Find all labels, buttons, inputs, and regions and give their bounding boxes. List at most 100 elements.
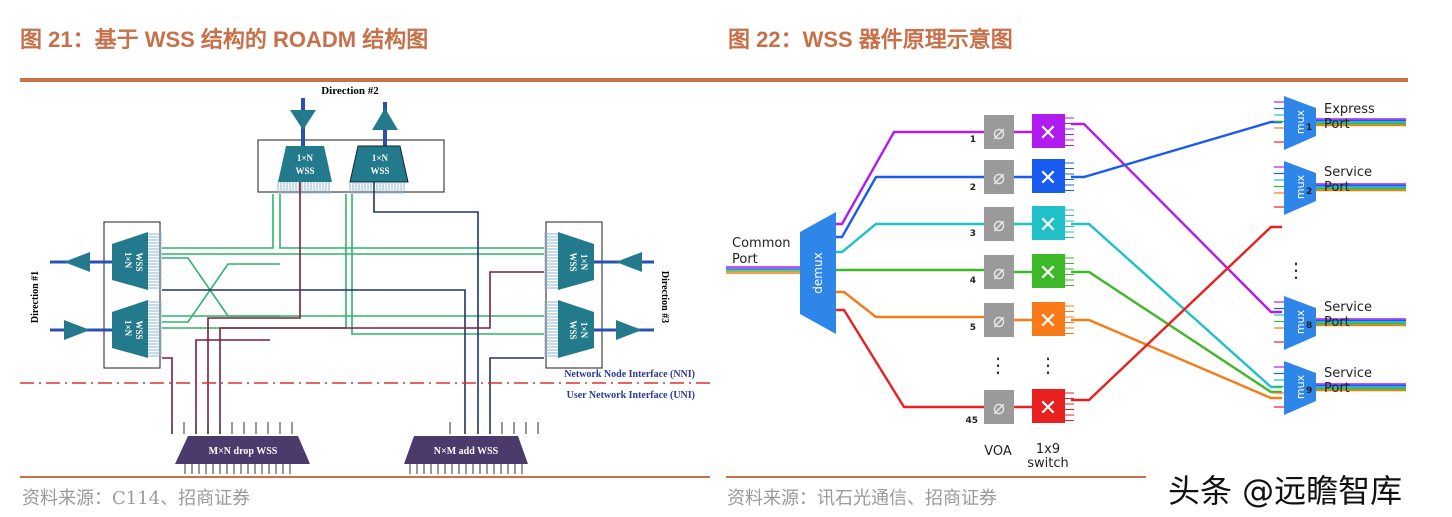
- svg-text:WSS: WSS: [134, 252, 144, 271]
- switch-cross-icon: ✕: [1039, 396, 1057, 421]
- voa-block: [984, 115, 1014, 149]
- add-arrows: [409, 422, 539, 474]
- roadm-diagram: Direction #2 1×N WSS 1×N WSS Direction #…: [20, 85, 710, 474]
- svg-text:switch: switch: [1027, 456, 1069, 471]
- switch-to-mux-fibers: [1071, 120, 1282, 402]
- drop-wss-label: M×N drop WSS: [209, 446, 278, 457]
- wss-dir2-a: [278, 146, 332, 182]
- switch-ellipsis: ⋮: [1038, 353, 1058, 377]
- attenuator-icon: ⌀: [993, 165, 1005, 189]
- svg-text:Port: Port: [1324, 315, 1350, 330]
- mux-ellipsis: ⋮: [1286, 258, 1306, 282]
- input-amplifier-icon: [616, 252, 642, 272]
- wss-dir2-b: [349, 145, 409, 183]
- channel-fibers: [836, 130, 988, 409]
- drop-fibers: [162, 182, 301, 434]
- voa-block: [984, 255, 1014, 289]
- figure-22-title: 图 22：WSS 器件原理示意图: [728, 27, 1013, 52]
- switch-label: 1x9: [1036, 442, 1060, 457]
- voa-block: [984, 390, 1014, 424]
- channel-number: 2: [970, 183, 976, 193]
- drop-wss: [175, 436, 310, 464]
- input-amplifier-icon: [64, 320, 90, 340]
- switch-cross-icon: ✕: [1039, 213, 1057, 238]
- port-number: 1: [1306, 123, 1312, 133]
- port-9-label: Service: [1324, 366, 1372, 381]
- svg-text:WSS: WSS: [295, 166, 314, 176]
- wss-dir1-b: [112, 300, 148, 358]
- switch-block: [1032, 206, 1065, 240]
- svg-text:Port: Port: [732, 252, 758, 267]
- voa-block: [984, 160, 1014, 194]
- attenuator-icon: ⌀: [993, 308, 1005, 332]
- channel-number: 1: [970, 135, 976, 145]
- express-fibers: [162, 194, 544, 335]
- svg-text:1×N: 1×N: [297, 153, 314, 163]
- svg-text:1×N: 1×N: [579, 254, 589, 271]
- wss-dir3-b: [558, 300, 594, 358]
- direction-1-label: Direction #1: [30, 271, 41, 323]
- output-amplifier-icon: [372, 108, 398, 130]
- uni-label: User Network Interface (UNI): [567, 390, 695, 401]
- mux-block: mux: [1274, 96, 1406, 150]
- mux-label: mux: [1294, 374, 1307, 399]
- add-wss-label: N×M add WSS: [434, 446, 499, 457]
- svg-text:WSS: WSS: [134, 320, 144, 339]
- direction-3-box: [545, 221, 603, 369]
- direction-2-box: [257, 139, 445, 193]
- channel-row: ⌀✕: [984, 254, 1074, 289]
- channel-number: 45: [965, 416, 978, 426]
- wss-principle-diagram: Common Port demux 1 2 3 4 5 45 ⌀✕⌀✕⌀✕⌀✕⌀…: [726, 96, 1406, 471]
- channel-row: ⌀✕: [984, 159, 1074, 194]
- output-amplifier-icon: [616, 320, 642, 340]
- figure-22-source: 资料来源：讯石光通信、招商证券: [727, 488, 997, 509]
- svg-text:1×N: 1×N: [123, 252, 133, 269]
- mux-block: mux: [1274, 361, 1406, 415]
- svg-text:Port: Port: [1324, 180, 1350, 195]
- voa-block: [984, 303, 1014, 337]
- channel-number: 3: [970, 229, 976, 239]
- mux-block: mux: [1274, 296, 1406, 350]
- attenuator-icon: ⌀: [993, 260, 1005, 284]
- svg-text:1×N: 1×N: [372, 153, 389, 163]
- port-2-label: Service: [1324, 165, 1372, 180]
- mux-label: mux: [1294, 309, 1307, 334]
- switch-cross-icon: ✕: [1039, 309, 1057, 334]
- channel-number: 4: [970, 276, 976, 286]
- switch-block: [1032, 254, 1065, 288]
- drop-arrows: [171, 422, 293, 474]
- attenuator-icon: ⌀: [993, 120, 1005, 144]
- switch-cross-icon: ✕: [1039, 261, 1057, 286]
- input-amplifier-icon: [290, 110, 316, 130]
- voa-block: [984, 207, 1014, 241]
- channel-number: 5: [970, 323, 976, 333]
- common-port-fiber: [726, 266, 806, 274]
- demux-block: [800, 212, 836, 334]
- footer-divider-2: [726, 476, 1146, 478]
- nni-label: Network Node Interface (NNI): [564, 369, 695, 380]
- figure-21-source: 资料来源：C114、招商证券: [22, 488, 251, 509]
- svg-text:Port: Port: [1324, 117, 1350, 132]
- port-number: 2: [1306, 187, 1312, 197]
- channel-row: ⌀✕: [984, 114, 1074, 149]
- header-divider: [20, 78, 1408, 82]
- svg-text:WSS: WSS: [568, 252, 578, 271]
- svg-text:WSS: WSS: [568, 320, 578, 339]
- add-wss: [404, 436, 528, 464]
- direction-3-label: Direction #3: [659, 271, 670, 323]
- port-1-label: Express: [1324, 102, 1375, 117]
- mux-block: mux: [1274, 161, 1406, 215]
- svg-text:Port: Port: [1324, 381, 1350, 396]
- wss-dir1-a: [112, 232, 148, 290]
- port-number: 8: [1306, 321, 1312, 331]
- port-8-label: Service: [1324, 300, 1372, 315]
- svg-text:1×N: 1×N: [123, 320, 133, 337]
- svg-text:WSS: WSS: [370, 166, 389, 176]
- footer-divider-1: [20, 476, 710, 478]
- voa-ellipsis: ⋮: [988, 353, 1008, 377]
- output-amplifier-icon: [64, 252, 90, 272]
- switch-cross-icon: ✕: [1039, 121, 1057, 146]
- voa-label: VOA: [984, 444, 1012, 459]
- watermark: 头条 @远瞻智库: [1168, 472, 1403, 510]
- svg-text:1×N: 1×N: [579, 322, 589, 339]
